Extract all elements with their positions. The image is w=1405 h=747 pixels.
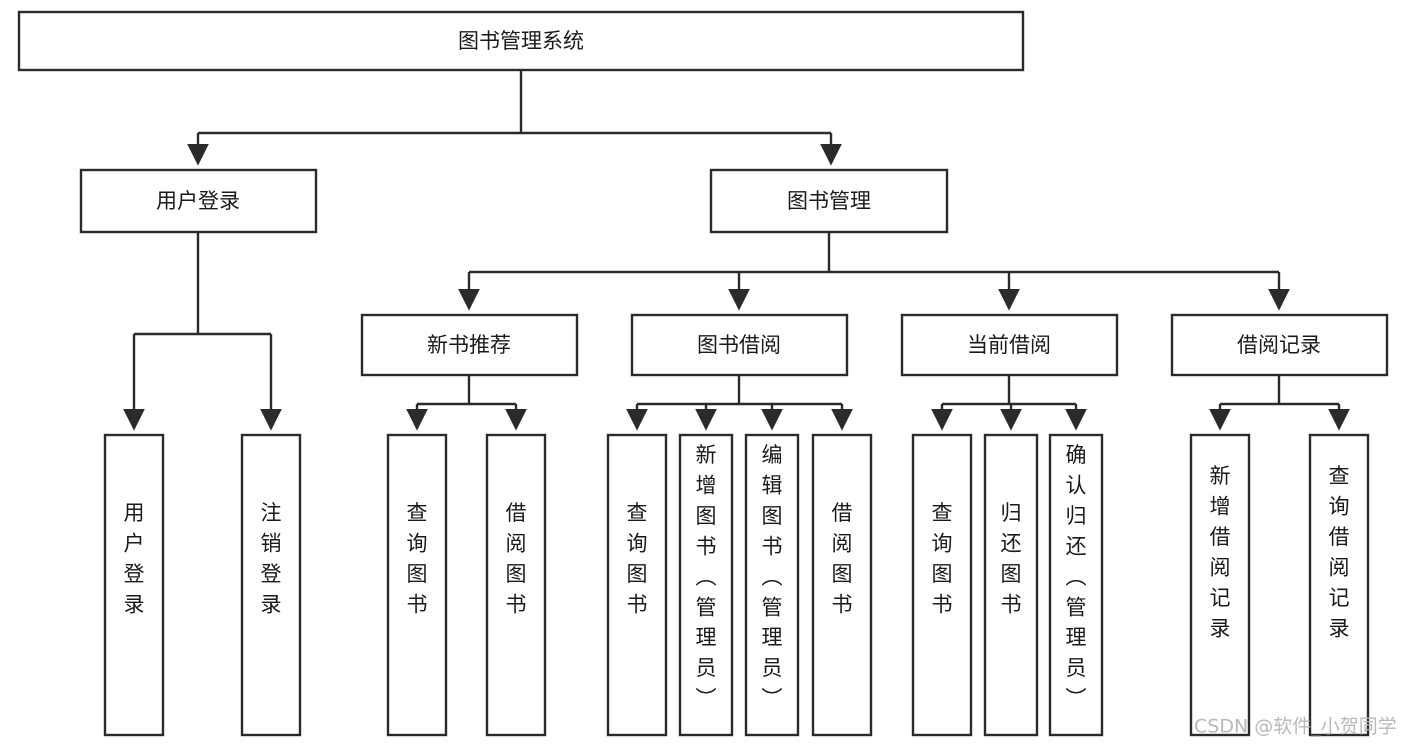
node-user-login-box[interactable]	[79, 168, 318, 234]
node-leaf-return-book-box[interactable]	[983, 433, 1039, 737]
connector-root-bus	[198, 70, 831, 135]
node-user-login-label: 用户登录	[156, 189, 240, 213]
connector-borrow-record-bus	[1220, 375, 1339, 406]
connector-book-manage-bus	[469, 232, 1279, 274]
node-new-book-recommend-box[interactable]	[360, 313, 579, 377]
node-leaf-query-book-3-label: 查询图书	[932, 501, 953, 616]
node-leaf-confirm-return-admin-label: 确认归还︵管理员︶	[1066, 443, 1087, 711]
node-leaf-user-login[interactable]: 用户登录	[103, 433, 165, 737]
node-leaf-borrow-book-2-label: 借阅图书	[832, 501, 853, 616]
node-current-borrow-label: 当前借阅	[967, 333, 1051, 357]
node-new-book-recommend-label: 新书推荐	[427, 333, 511, 357]
node-leaf-user-login-label: 用户登录	[124, 501, 145, 616]
node-leaf-query-book-2-label: 查询图书	[627, 501, 648, 616]
node-leaf-query-book-2[interactable]: 查询图书	[606, 433, 668, 737]
node-leaf-edit-book-admin-label: 编辑图书︵管理员︶	[762, 443, 783, 711]
node-leaf-query-borrow-record-label: 查询借阅记录	[1329, 464, 1350, 640]
connector-user-login-bus	[134, 232, 271, 336]
node-leaf-query-book-1[interactable]: 查询图书	[386, 433, 448, 737]
node-leaf-borrow-book-2[interactable]: 借阅图书	[811, 433, 873, 737]
node-leaf-query-book-2-box[interactable]	[606, 433, 668, 737]
node-book-manage-label: 图书管理	[787, 189, 871, 213]
node-leaf-user-logout[interactable]: 注销登录	[240, 433, 302, 737]
node-book-manage[interactable]: 图书管理	[709, 168, 949, 234]
node-leaf-add-borrow-record[interactable]: 新增借阅记录	[1189, 433, 1251, 737]
node-book-borrow-label: 图书借阅	[697, 333, 781, 357]
connector-new-book-bus	[417, 375, 516, 406]
node-leaf-confirm-return-admin[interactable]: 确认归还︵管理员︶	[1048, 433, 1104, 737]
node-leaf-edit-book-admin-box[interactable]	[744, 433, 800, 737]
node-leaf-confirm-return-admin-box[interactable]	[1048, 433, 1104, 737]
node-leaf-query-borrow-record[interactable]: 查询借阅记录	[1308, 433, 1370, 737]
node-root-label: 图书管理系统	[458, 29, 584, 53]
node-new-book-recommend[interactable]: 新书推荐	[360, 313, 579, 377]
node-leaf-borrow-book-1-label: 借阅图书	[506, 501, 527, 616]
node-leaf-query-book-3[interactable]: 查询图书	[911, 433, 973, 737]
node-leaf-add-borrow-record-label: 新增借阅记录	[1210, 464, 1231, 640]
node-borrow-record-box[interactable]	[1170, 313, 1389, 377]
node-current-borrow[interactable]: 当前借阅	[900, 313, 1119, 377]
node-borrow-record-label: 借阅记录	[1237, 333, 1321, 357]
node-leaf-add-book-admin-label: 新增图书︵管理员︶	[696, 443, 717, 711]
connector-current-borrow-bus	[942, 375, 1076, 406]
connector-layer	[123, 70, 1350, 431]
node-book-borrow[interactable]: 图书借阅	[630, 313, 849, 377]
node-leaf-add-book-admin[interactable]: 新增图书︵管理员︶	[678, 433, 734, 737]
node-book-borrow-box[interactable]	[630, 313, 849, 377]
node-leaf-return-book[interactable]: 归还图书	[983, 433, 1039, 737]
node-leaf-add-book-admin-box[interactable]	[678, 433, 734, 737]
node-root[interactable]: 图书管理系统	[17, 10, 1025, 72]
node-leaf-query-book-3-box[interactable]	[911, 433, 973, 737]
node-leaf-user-logout-label: 注销登录	[261, 501, 282, 616]
csdn-watermark: CSDN @软件_小贺同学	[1194, 716, 1397, 738]
node-leaf-query-book-1-box[interactable]	[386, 433, 448, 737]
node-leaf-borrow-book-1[interactable]: 借阅图书	[485, 433, 547, 737]
connector-book-borrow-bus	[637, 375, 842, 406]
node-leaf-query-book-1-label: 查询图书	[407, 501, 428, 616]
node-leaf-query-borrow-record-box[interactable]	[1308, 433, 1370, 737]
node-root-box[interactable]	[17, 10, 1025, 72]
node-leaf-borrow-book-1-box[interactable]	[485, 433, 547, 737]
node-leaf-add-borrow-record-box[interactable]	[1189, 433, 1251, 737]
node-borrow-record[interactable]: 借阅记录	[1170, 313, 1389, 377]
node-leaf-edit-book-admin[interactable]: 编辑图书︵管理员︶	[744, 433, 800, 737]
node-leaf-return-book-label: 归还图书	[1001, 501, 1022, 616]
node-leaf-user-logout-box[interactable]	[240, 433, 302, 737]
node-leaf-user-login-box[interactable]	[103, 433, 165, 737]
node-current-borrow-box[interactable]	[900, 313, 1119, 377]
node-user-login[interactable]: 用户登录	[79, 168, 318, 234]
node-book-manage-box[interactable]	[709, 168, 949, 234]
node-leaf-borrow-book-2-box[interactable]	[811, 433, 873, 737]
